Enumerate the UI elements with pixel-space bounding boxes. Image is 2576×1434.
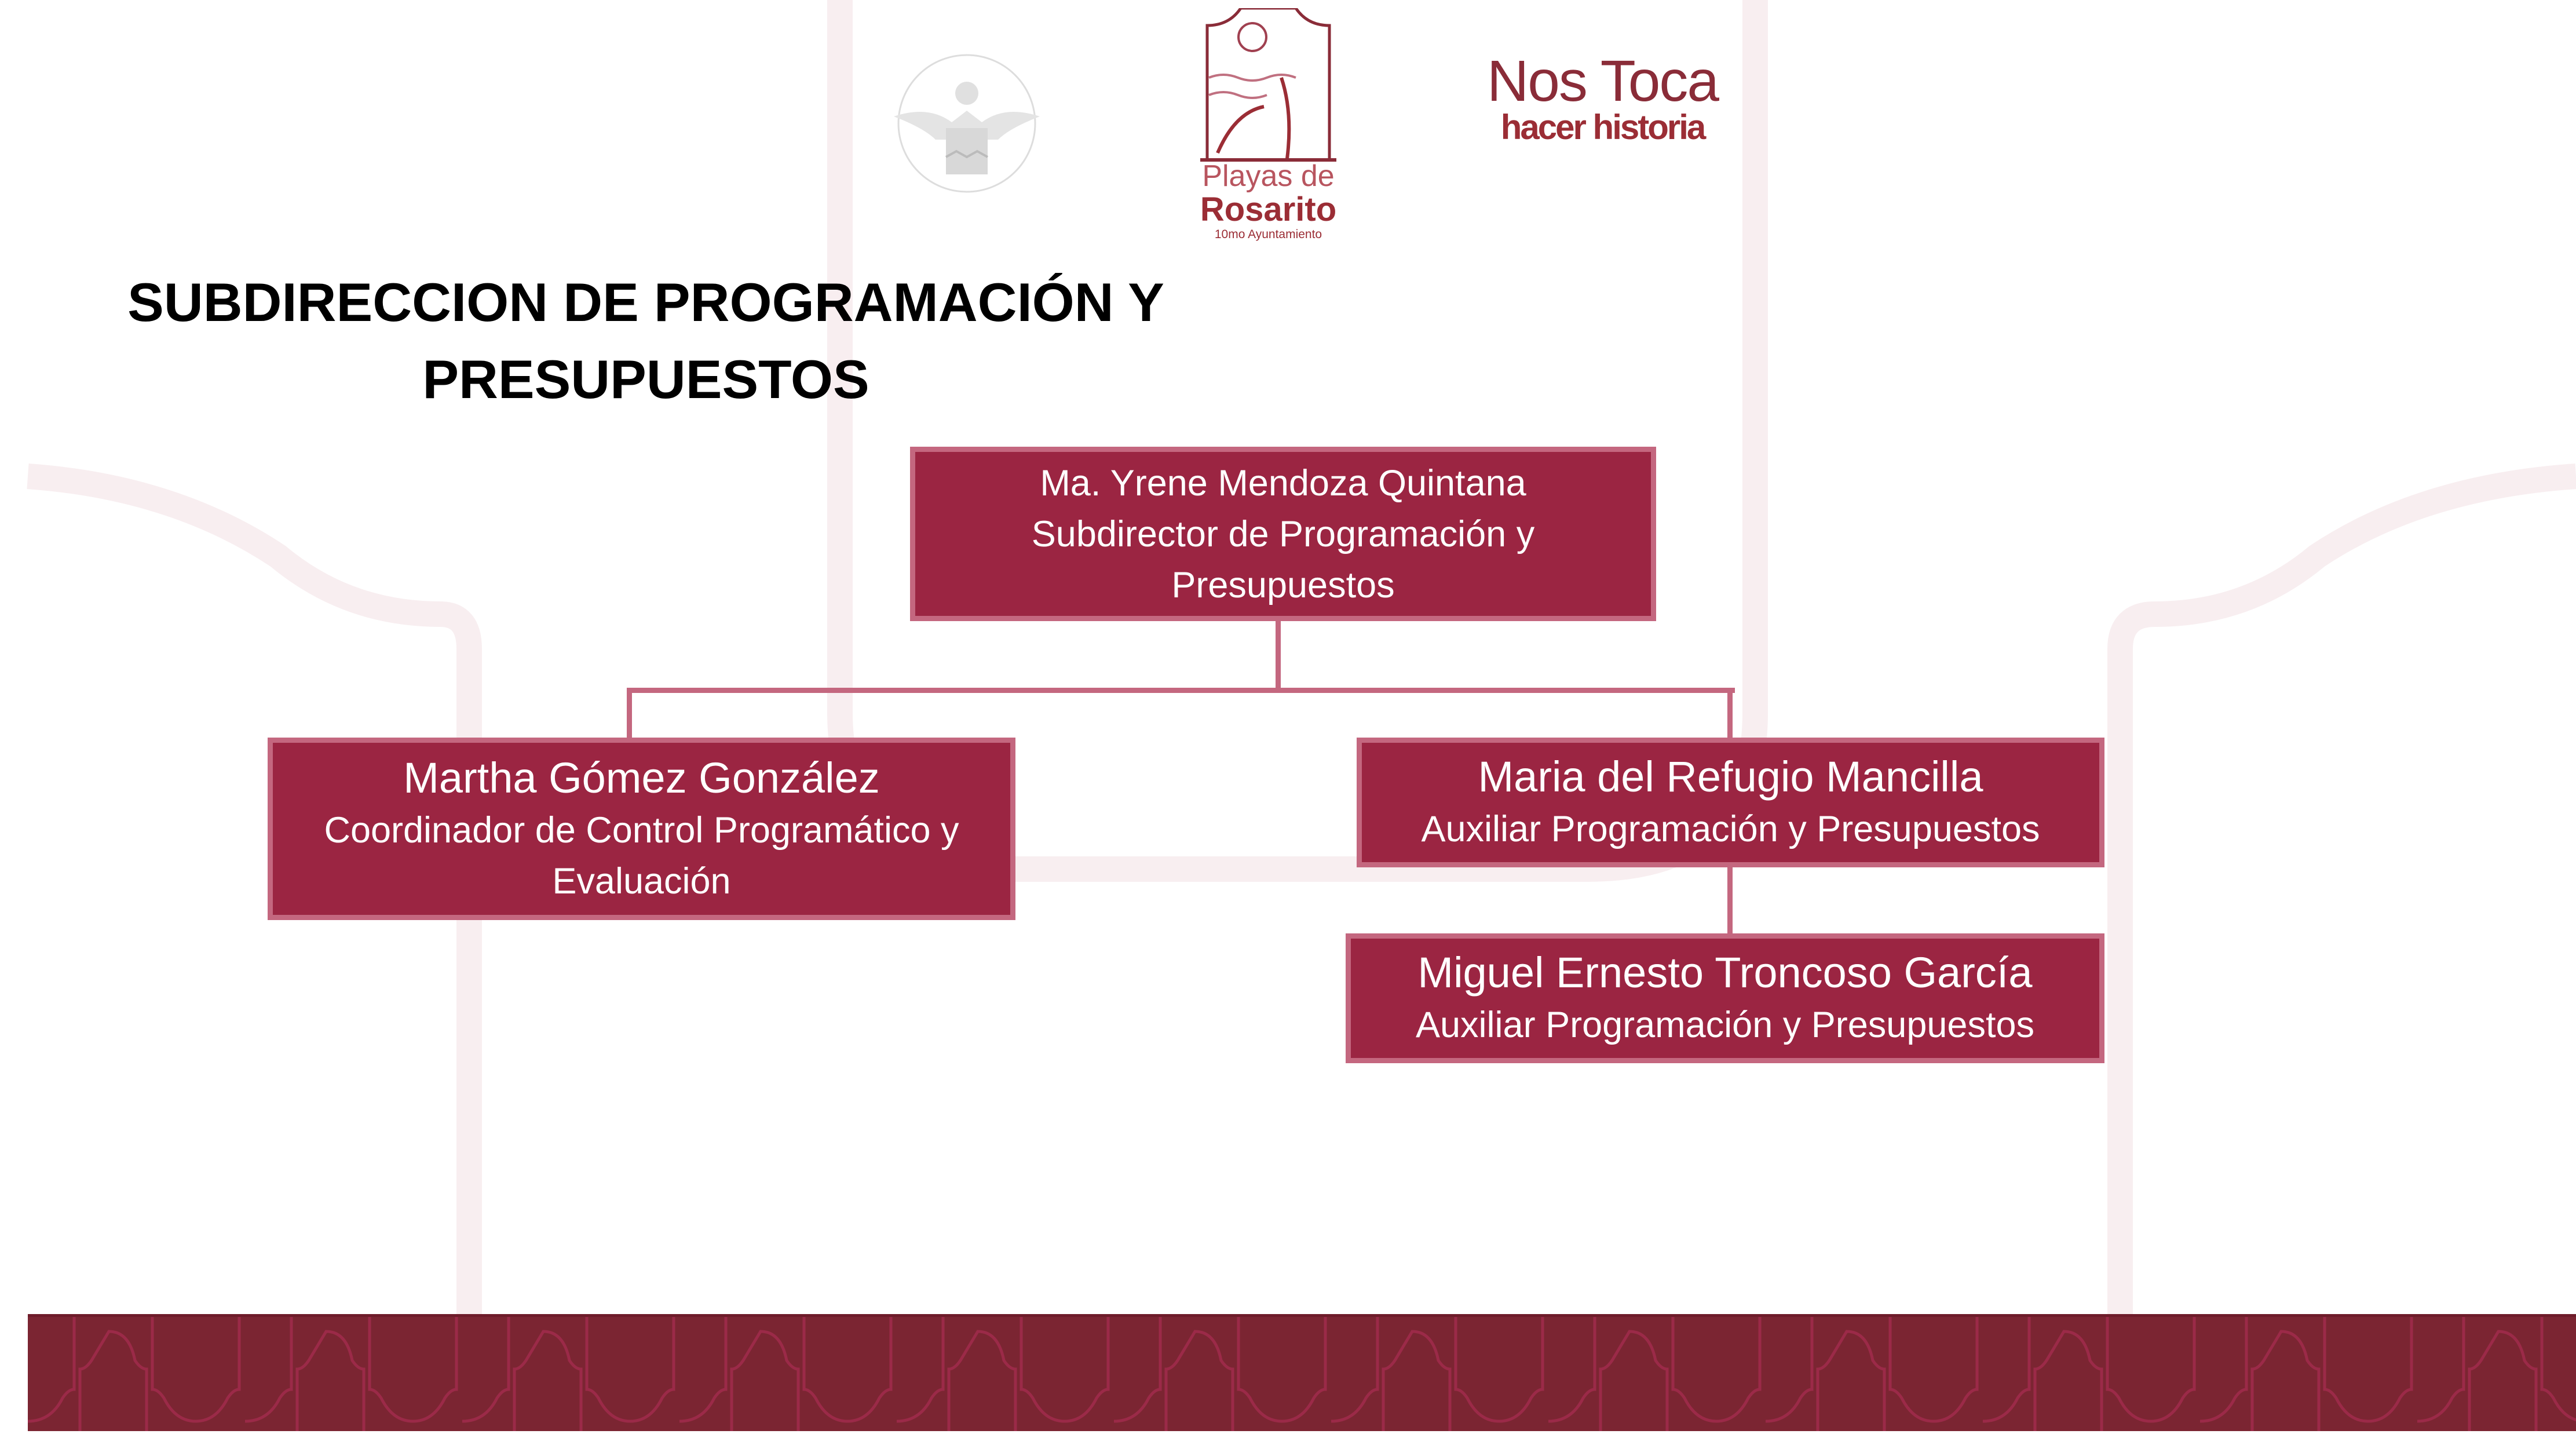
connector-right-sub [1727,866,1733,936]
org-box-right: Maria del Refugio Mancilla Auxiliar Prog… [1357,738,2104,867]
slogan-line1: Nos Toca [1487,49,1719,114]
connector-left-down [627,688,632,740]
brand-line1: Playas de [1202,159,1335,193]
connector-head-down [1276,621,1281,693]
playas-emblem-icon [1200,8,1336,162]
footer-pattern [28,1317,2576,1431]
left-role-line1: Coordinador de Control Programático y [324,809,959,851]
municipal-seal-logo [894,54,1040,193]
connector-right-down [1727,688,1733,740]
connector-horizontal [627,688,1735,693]
right-sub-name: Miguel Ernesto Troncoso García [1417,948,2033,997]
title-line2: PRESUPUESTOS [422,349,869,410]
right-role: Auxiliar Programación y Presupuestos [1421,809,2040,849]
head-role-line2: Presupuestos [1171,564,1395,605]
right-name: Maria del Refugio Mancilla [1478,753,1983,801]
brand-line2: Rosarito [1200,191,1337,228]
slogan-line2: hacer historia [1500,108,1707,147]
right-sub-role: Auxiliar Programación y Presupuestos [1416,1005,2034,1045]
title-line1: SUBDIRECCION DE PROGRAMACIÓN Y [127,272,1164,333]
org-box-right-sub: Miguel Ernesto Troncoso García Auxiliar … [1346,933,2104,1063]
playas-de-rosarito-logo: Playas de Rosarito 10mo Ayuntamiento [1194,8,1342,242]
page-title: SUBDIRECCION DE PROGRAMACIÓN Y PRESUPUES… [87,264,1205,418]
left-role-line2: Evaluación [552,860,731,902]
org-box-left: Martha Gómez González Coordinador de Con… [268,738,1015,920]
head-name: Ma. Yrene Mendoza Quintana [1040,462,1526,503]
brand-line3: 10mo Ayuntamiento [1214,228,1322,241]
footer-band [28,1314,2576,1431]
left-name: Martha Gómez González [403,753,880,802]
nos-toca-logo: Nos Toca hacer historia [1487,49,1719,147]
org-box-head: Ma. Yrene Mendoza Quintana Subdirector d… [910,447,1656,621]
head-role-line1: Subdirector de Programación y [1031,513,1535,554]
